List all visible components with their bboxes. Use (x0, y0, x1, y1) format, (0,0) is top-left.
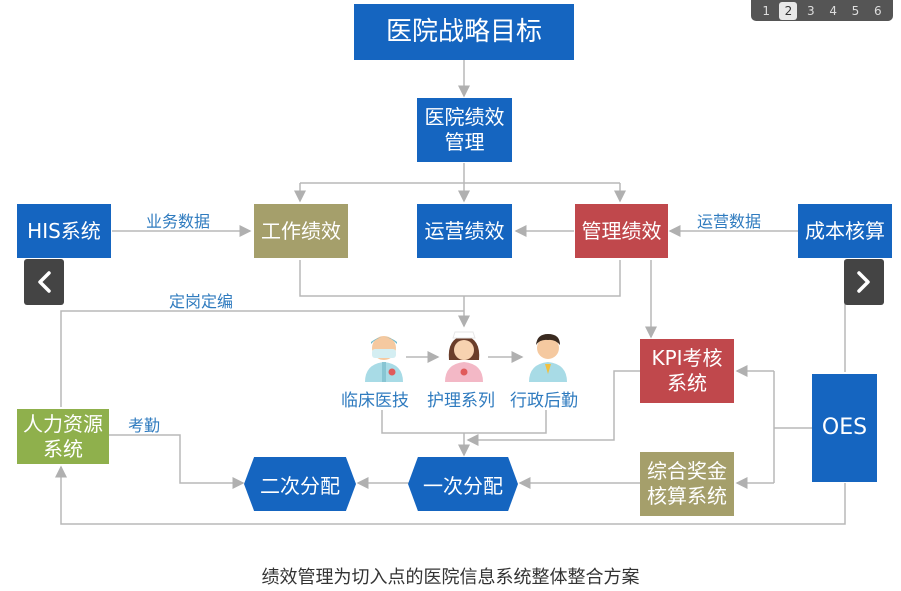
nurse-icon (445, 331, 483, 382)
slide-pager: 1 2 3 4 5 6 (751, 0, 893, 21)
label-admin: 行政后勤 (510, 391, 578, 411)
slide-caption: 绩效管理为切入点的医院信息系统整体整合方案 (261, 567, 640, 588)
chevron-left-icon (38, 271, 51, 293)
label-staffing: 定岗定编 (169, 292, 234, 311)
node-work-performance: 工作绩效 (254, 204, 348, 258)
label-operation-data: 运营数据 (697, 212, 762, 231)
node-kpi-system: KPI考核 系统 (640, 339, 734, 403)
page-4[interactable]: 4 (829, 3, 837, 18)
label-nursing: 护理系列 (427, 391, 495, 411)
page-6[interactable]: 6 (873, 3, 882, 18)
next-slide-button[interactable] (844, 259, 884, 305)
node-performance-management: 医院绩效 管理 (417, 98, 512, 162)
page-5[interactable]: 5 (851, 3, 860, 18)
node-his-system: HIS系统 (17, 204, 111, 258)
page-2[interactable]: 2 (779, 1, 798, 20)
node-management-performance: 管理绩效 (575, 204, 668, 258)
doctor-icon (365, 336, 403, 382)
page-3[interactable]: 3 (806, 3, 815, 18)
node-first-distribution: 一次分配 (408, 457, 518, 511)
label-clinical: 临床医技 (341, 391, 409, 411)
node-operation-performance: 运营绩效 (417, 204, 512, 258)
label-business-data: 业务数据 (146, 212, 211, 231)
page-1[interactable]: 1 (762, 3, 770, 18)
admin-staff-icon (529, 334, 567, 382)
node-hospital-strategy: 医院战略目标 (354, 4, 574, 60)
label-attendance: 考勤 (128, 416, 161, 435)
node-oes: OES (812, 374, 877, 482)
prev-slide-button[interactable] (24, 259, 64, 305)
node-hr-system: 人力资源 系统 (17, 409, 109, 464)
chevron-right-icon (857, 271, 870, 293)
node-cost-accounting: 成本核算 (798, 204, 892, 258)
node-second-distribution: 二次分配 (244, 457, 356, 511)
node-bonus-system: 综合奖金 核算系统 (640, 452, 734, 516)
